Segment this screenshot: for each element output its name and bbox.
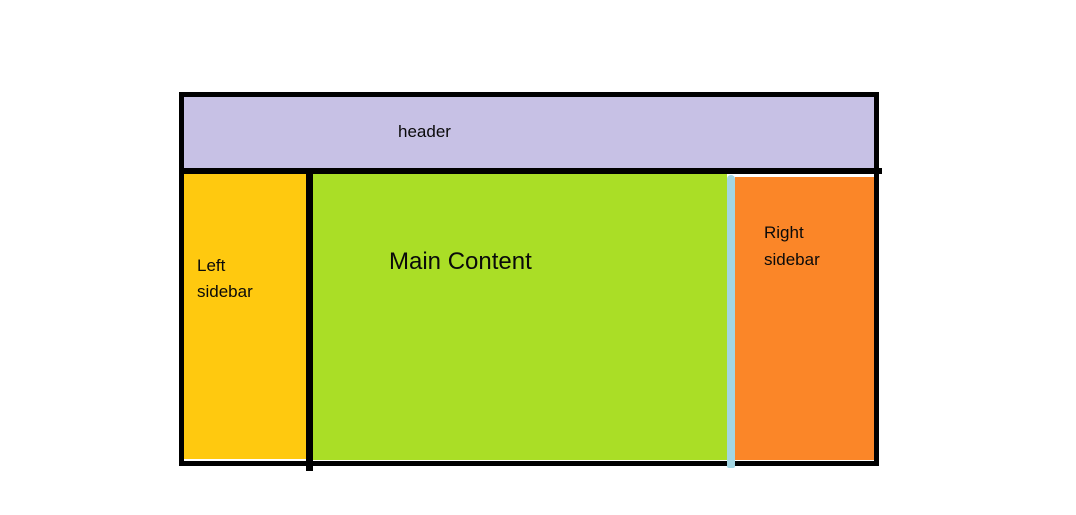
left-sidebar-label: Left sidebar	[197, 256, 253, 301]
main-content-label: Main Content	[389, 248, 532, 275]
left-sidebar-region	[184, 174, 307, 459]
header-bottom-border-line	[179, 168, 882, 174]
outer-frame	[179, 92, 879, 466]
right-sidebar-region	[735, 177, 874, 460]
right-sidebar-label: Right sidebar	[764, 223, 820, 269]
header-region	[184, 97, 874, 169]
left-sidebar-divider-line	[306, 174, 313, 471]
main-content-region	[313, 174, 727, 460]
right-sidebar-divider-line	[727, 175, 735, 468]
header-label: header	[398, 122, 451, 141]
